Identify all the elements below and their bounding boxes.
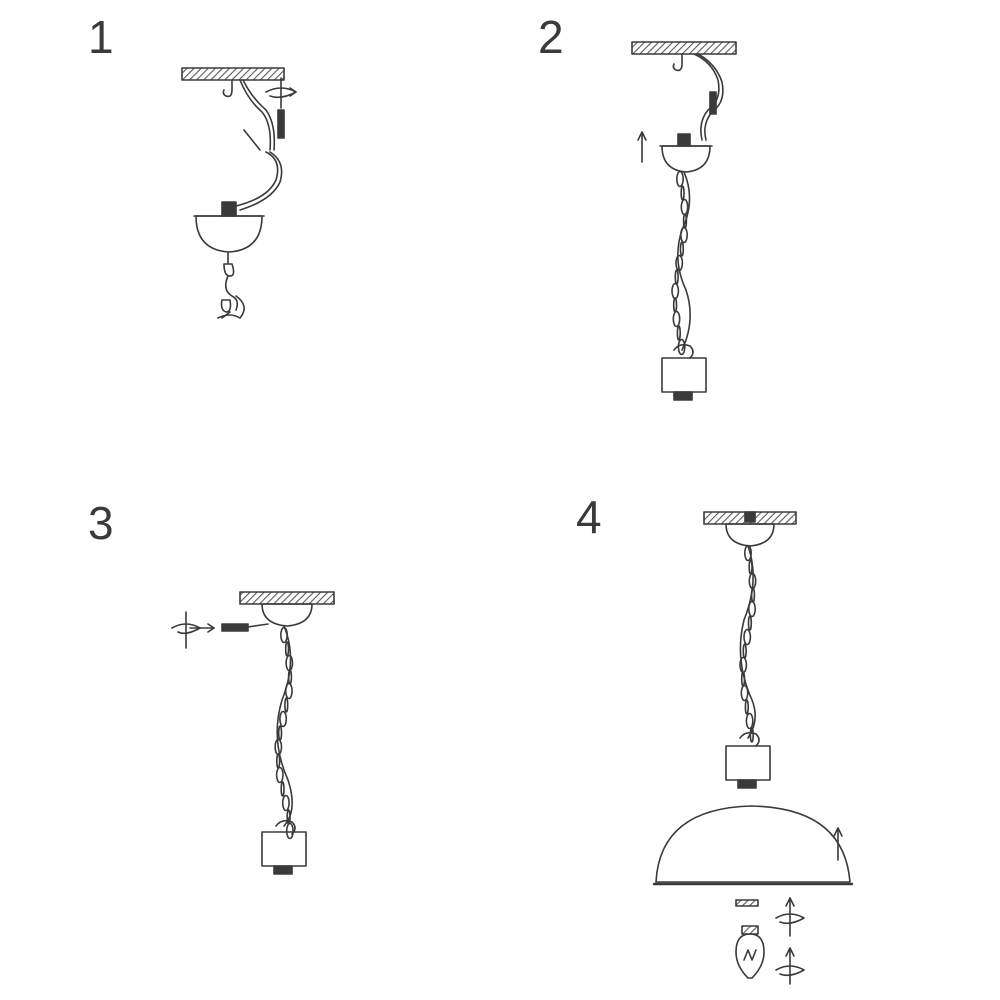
chain-link (747, 600, 756, 618)
wire-connector (221, 623, 249, 632)
chain-link (275, 766, 284, 784)
chain-link (740, 684, 749, 702)
chain-link (672, 310, 681, 328)
light-bulb-filament (743, 949, 757, 961)
wire-connector (709, 91, 717, 115)
lamp-socket (661, 357, 707, 393)
motion-line (243, 129, 261, 151)
shade-ring-nut (735, 899, 759, 907)
chain-link (675, 170, 684, 188)
canopy-screw (221, 201, 237, 217)
lamp-cable (739, 545, 756, 739)
ceiling-wire (239, 79, 272, 151)
chain-link (745, 712, 754, 730)
chain-link (285, 822, 294, 840)
light-bulb-base (741, 925, 759, 935)
lamp-wire (235, 151, 279, 207)
socket-thread (737, 779, 757, 789)
chain-link (284, 697, 289, 713)
socket-thread (273, 865, 293, 875)
arrow-right-icon (207, 623, 215, 633)
step-1-number: 1 (88, 11, 114, 63)
chain (671, 170, 689, 356)
socket-ring (275, 819, 296, 835)
step-4-illustration (652, 511, 854, 985)
ceiling-hook (222, 79, 233, 98)
canopy (725, 523, 775, 547)
step-1-illustration (181, 67, 297, 319)
rotation-arrow-icon (775, 913, 805, 925)
ceiling-wire (697, 53, 724, 141)
chain-link (679, 241, 685, 257)
rotation-arrow-icon (775, 965, 805, 977)
canopy-screw (677, 133, 691, 147)
ceiling-hook (672, 53, 683, 72)
rotation-arrow-icon (289, 87, 297, 97)
step-3-illustration (171, 591, 335, 875)
chain (220, 251, 239, 319)
chain-link (672, 297, 678, 313)
canopy (261, 603, 313, 627)
chain-link (680, 198, 689, 216)
up-arrow-icon (785, 947, 795, 957)
chain-link (742, 643, 747, 659)
chain-link (677, 338, 686, 356)
canopy-screw (744, 511, 756, 523)
socket-ring (739, 731, 760, 747)
lamp-wire (239, 151, 283, 211)
lamp-socket (725, 745, 771, 781)
canopy (661, 145, 711, 173)
step-3-number: 3 (88, 497, 114, 549)
step-2-number: 2 (538, 11, 564, 63)
up-arrow-icon (637, 131, 647, 141)
step-2-illustration (631, 41, 737, 401)
chain-link (676, 325, 681, 341)
chain-link (280, 781, 285, 797)
chain-link (281, 794, 290, 812)
ceiling-wire (242, 79, 276, 151)
lamp-cable (677, 171, 691, 351)
lamp-shade (655, 805, 851, 883)
chain-link (674, 269, 679, 285)
socket-thread (673, 391, 693, 401)
chain-link (277, 725, 283, 741)
ceiling-slab (181, 67, 285, 81)
chain-link (671, 282, 680, 300)
chain-link (744, 699, 749, 715)
chain-link (284, 641, 290, 657)
lamp-socket (261, 831, 307, 867)
connector-wire (247, 623, 269, 628)
socket-ring (673, 343, 694, 359)
wire-connector (277, 109, 285, 139)
ceiling-wire (693, 53, 720, 141)
ceiling-slab (239, 591, 335, 605)
chain-link (743, 628, 752, 646)
chain-link (747, 615, 753, 631)
lamp-cable (276, 625, 293, 827)
chain-link (279, 710, 288, 728)
up-arrow-icon (833, 827, 843, 837)
up-arrow-icon (785, 897, 795, 907)
chain-link (680, 185, 685, 201)
canopy (195, 215, 263, 253)
chain-end (217, 295, 245, 319)
ceiling-slab (631, 41, 737, 55)
step-4-number: 4 (576, 491, 602, 543)
